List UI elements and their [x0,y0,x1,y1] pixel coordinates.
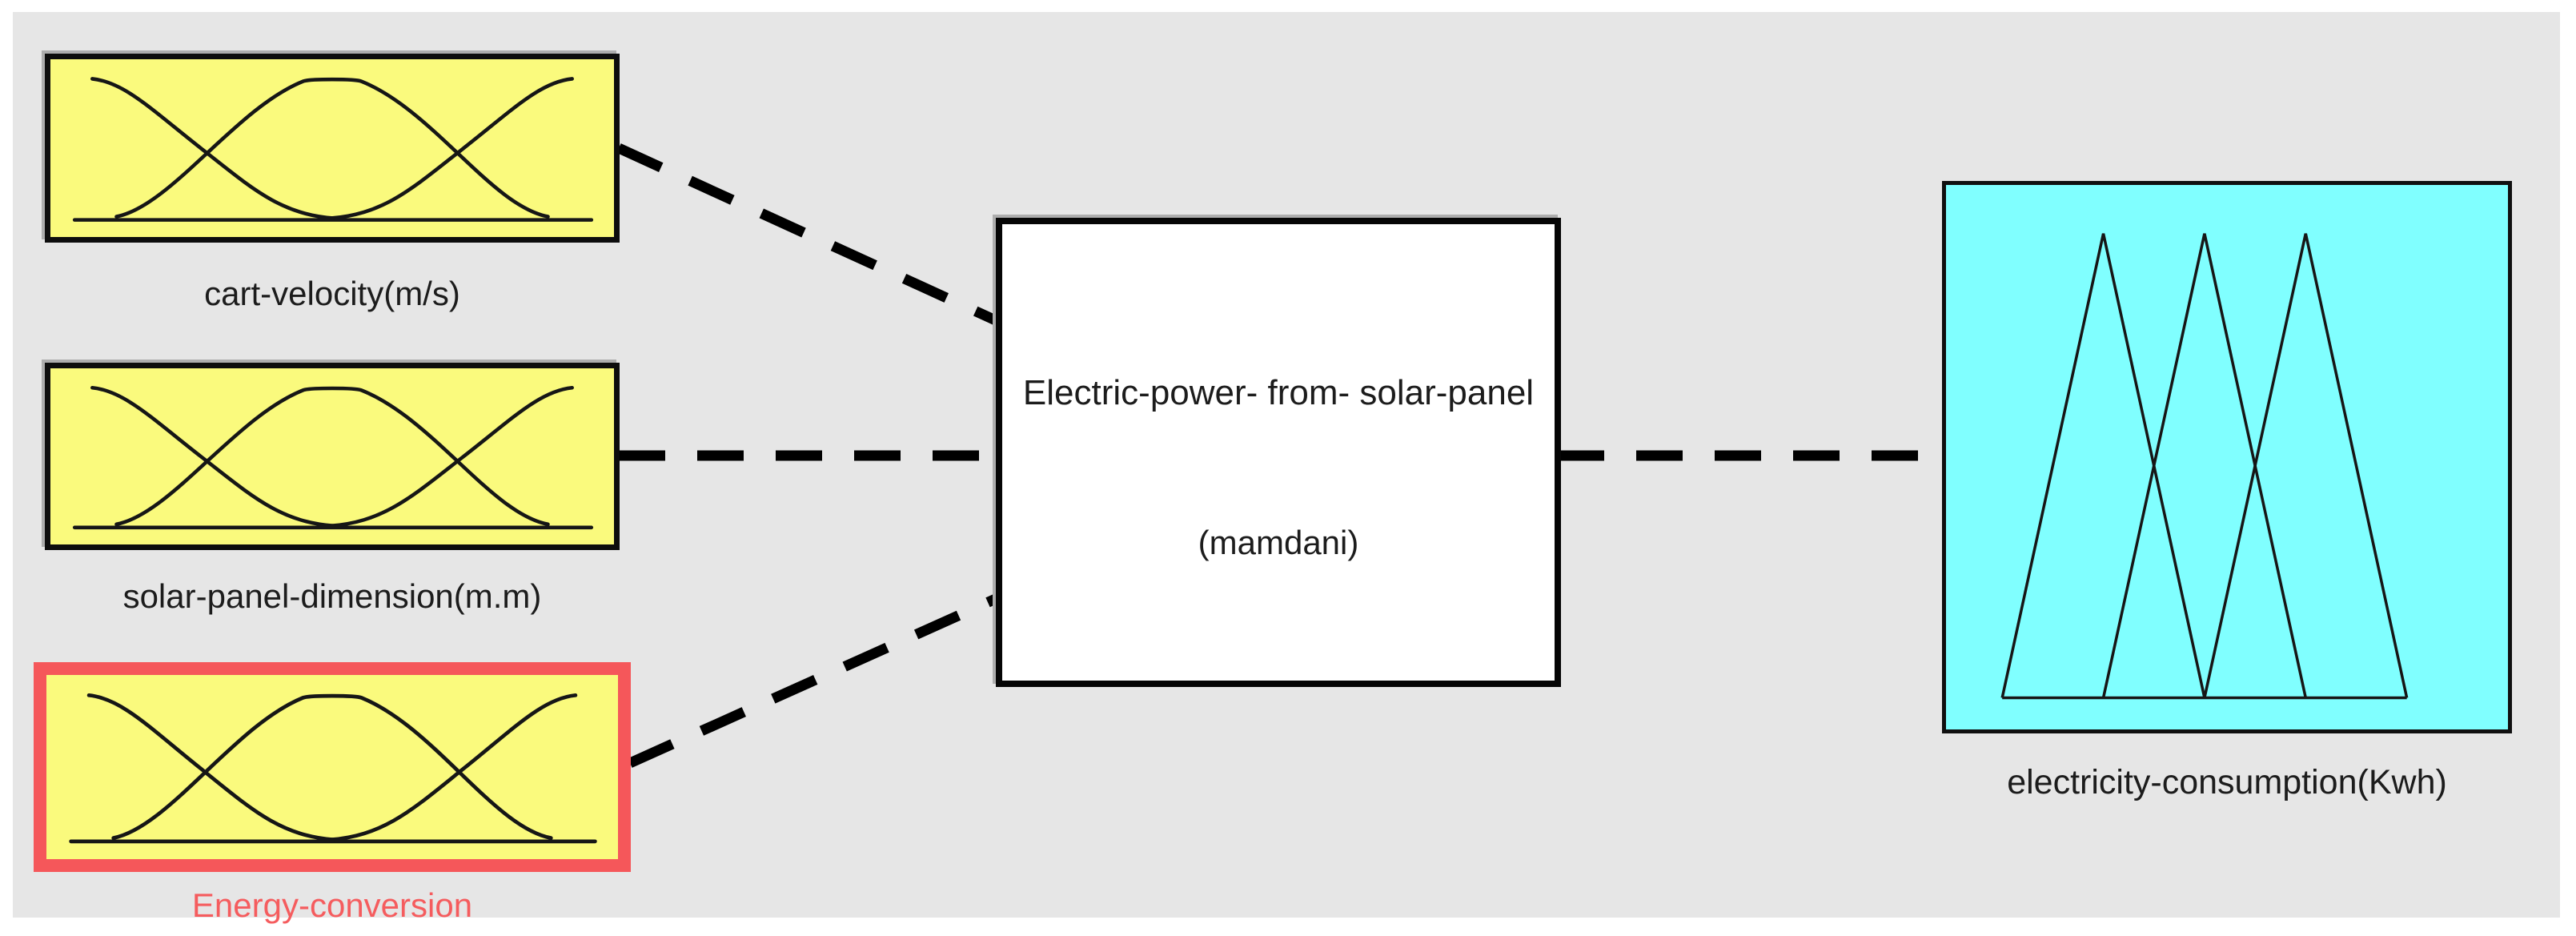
gaussian-mf-curves-icon [50,59,614,237]
output-variable-node-electricity-consumption[interactable] [1942,181,2512,733]
output-variable-label: electricity-consumption(Kwh) [2007,763,2447,801]
gaussian-mf-curves-icon [46,675,618,859]
connector-input1-to-fis [616,143,1001,327]
connector-input3-to-fis [628,593,1001,768]
input-variable-label: cart-velocity(m/s) [204,275,460,312]
gaussian-mf-curves-icon [50,368,614,544]
input-variable-label-selected: Energy-conversion [191,886,473,924]
fis-inference-type-label: (mamdani) [1198,524,1359,561]
fis-diagram-canvas: cart-velocity(m/s) solar-panel-dimension… [13,12,2560,924]
triangular-mf-curves-icon [2000,231,2409,700]
input-variable-node-solar-panel-dimension[interactable] [45,363,620,550]
fis-system-name: Electric-power- from- solar-panel [1022,373,1535,412]
input-variable-node-energy-conversion-selected[interactable] [34,662,631,872]
input-variable-label: solar-panel-dimension(m.m) [122,577,542,615]
fis-system-node[interactable]: Electric-power- from- solar-panel (mamda… [996,218,1561,687]
input-variable-node-cart-velocity[interactable] [45,54,620,243]
